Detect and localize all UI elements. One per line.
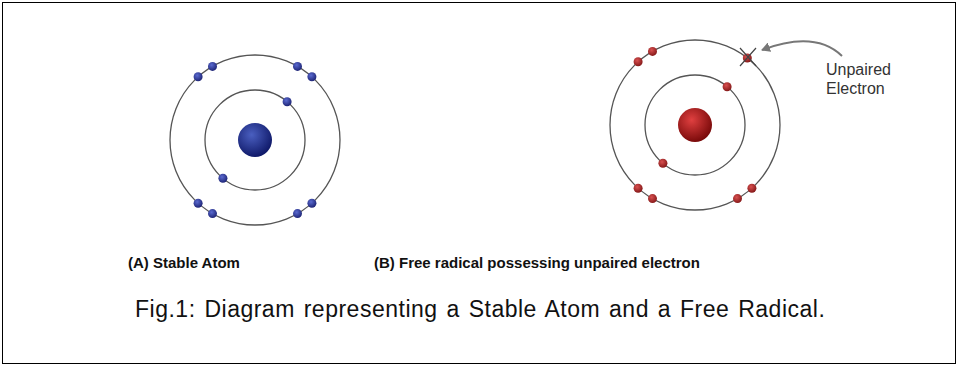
figure-caption: Fig.1: Diagram representing a Stable Ato… — [135, 296, 825, 323]
pointer-arrow — [762, 41, 842, 56]
cross-mark — [740, 48, 756, 66]
figure-part-label: (A) Stable Atom — [128, 254, 240, 271]
stable-atom — [170, 55, 340, 225]
callout-label: Unpaired Electron — [826, 60, 900, 98]
free-radical-atom — [610, 40, 842, 210]
figure-part-label: (B) Free radical possessing unpaired ele… — [374, 254, 700, 271]
